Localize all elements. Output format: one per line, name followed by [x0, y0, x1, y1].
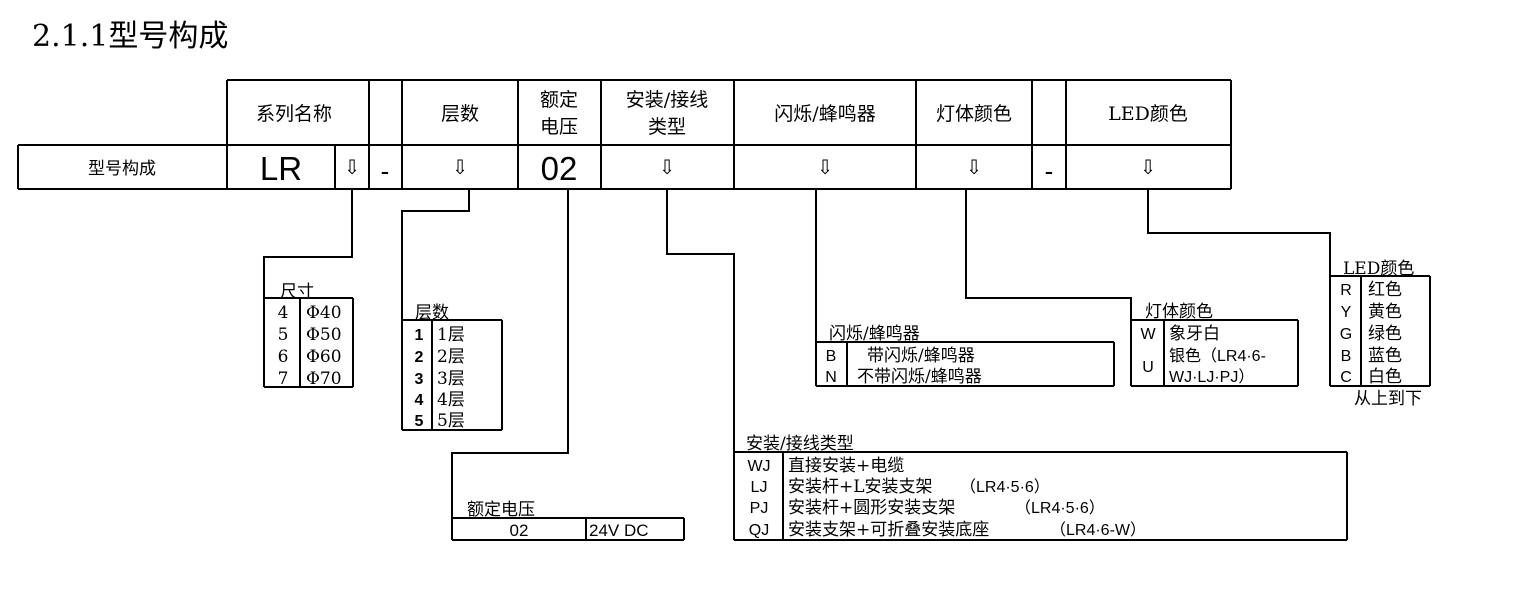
body-color-value-u-line2: WJ·LJ·PJ）	[1169, 368, 1254, 386]
connector-layers	[401, 189, 470, 320]
mount-code-pj: PJ	[750, 500, 769, 517]
size-value-2: Φ50	[306, 325, 342, 345]
connector-lines	[263, 189, 1331, 518]
body-color-value-w: 象牙白	[1169, 324, 1220, 344]
led-color-arrow-icon: ⇩	[1140, 155, 1157, 179]
mount-value-pj: 安装杆+圆形安装支架	[788, 498, 955, 518]
dash-separator-2: -	[1045, 156, 1054, 186]
mount-code-wj: WJ	[747, 458, 770, 475]
mount-value-qj: 安装支架+可折叠安装底座	[788, 520, 989, 540]
led-color-value-r: 红色	[1368, 280, 1402, 300]
mount-code-qj: QJ	[749, 522, 769, 539]
layers-value-3: 3层	[437, 369, 465, 389]
layers-value-1: 1层	[437, 325, 465, 345]
voltage-title: 额定电压	[467, 500, 535, 520]
flash-table: 闪烁/蜂鸣器 B 带闪烁/蜂鸣器 N 不带闪烁/蜂鸣器	[815, 324, 1115, 387]
led-color-value-g: 绿色	[1368, 324, 1402, 344]
mount-note-pj: （LR4·5·6）	[1015, 499, 1105, 517]
connector-led-color	[1147, 189, 1331, 276]
mount-arrow-icon: ⇩	[659, 155, 676, 179]
layers-code-5: 5	[415, 413, 424, 430]
led-color-title: LED颜色	[1343, 259, 1414, 279]
mount-value-lj: 安装杆+L安装支架	[788, 477, 933, 497]
size-code-4: 7	[278, 369, 289, 389]
layers-value-5: 5层	[437, 411, 465, 431]
led-color-value-y: 黄色	[1368, 302, 1402, 322]
size-code-2: 5	[278, 325, 289, 345]
flash-value-b: 带闪烁/蜂鸣器	[867, 346, 975, 366]
size-value-1: Φ40	[306, 303, 342, 323]
flash-arrow-icon: ⇩	[817, 155, 834, 179]
layers-code-1: 1	[415, 327, 424, 344]
page-title: 2.1.1型号构成	[32, 19, 228, 54]
body-color-arrow-icon: ⇩	[966, 155, 983, 179]
connector-mount	[666, 189, 735, 452]
model-header-table	[17, 79, 1232, 190]
mount-table: 安装/接线类型 WJ 直接安装+电缆 LJ 安装杆+L安装支架 （LR4·5·6…	[733, 434, 1348, 541]
led-color-code-g: G	[1340, 326, 1352, 343]
header-led-color: LED颜色	[1108, 103, 1188, 125]
led-color-table: LED颜色 R 红色 Y 黄色 G 绿色 B 蓝色 C 白色 从上到下	[1329, 259, 1431, 409]
mount-title: 安装/接线类型	[746, 434, 854, 454]
series-code: LR	[260, 150, 302, 187]
body-color-table: 灯体颜色 W 象牙白 U 银色（LR4·6- WJ·LJ·PJ）	[1130, 302, 1299, 387]
size-value-4: Φ70	[306, 369, 342, 389]
dash-separator-1: -	[381, 156, 390, 186]
header-mount-type-line1: 安装/接线	[626, 89, 708, 111]
body-color-code-u: U	[1142, 359, 1154, 376]
flash-value-n: 不带闪烁/蜂鸣器	[857, 367, 982, 387]
led-color-code-c: C	[1340, 369, 1352, 386]
layers-value-2: 2层	[437, 347, 465, 367]
code-row-label: 型号构成	[88, 159, 156, 179]
layers-table: 层数 1 1层 2 2层 3 3层 4 4层 5 5层	[401, 303, 503, 431]
layers-code-2: 2	[415, 349, 424, 366]
voltage-code-1: 02	[510, 521, 529, 540]
size-value-3: Φ60	[306, 347, 342, 367]
led-color-code-r: R	[1340, 282, 1352, 299]
header-rated-voltage-line2: 电压	[540, 116, 578, 138]
voltage-value-1: 24V DC	[589, 521, 649, 540]
mount-note-qj: （LR4·6-W）	[1050, 521, 1146, 539]
layers-value-4: 4层	[437, 390, 465, 410]
layers-title: 层数	[415, 303, 449, 323]
mount-code-lj: LJ	[751, 479, 768, 496]
mount-note-lj: （LR4·5·6）	[960, 478, 1050, 496]
led-color-value-c: 白色	[1368, 367, 1402, 387]
size-code-3: 6	[278, 347, 289, 367]
layers-code-4: 4	[415, 392, 424, 409]
connector-voltage	[451, 189, 569, 518]
header-mount-type-line2: 类型	[648, 116, 686, 138]
size-table: 尺寸 4 Φ40 5 Φ50 6 Φ60 7 Φ70	[263, 282, 354, 389]
voltage-code: 02	[541, 150, 578, 187]
voltage-table: 额定电压 02 24V DC	[451, 500, 685, 541]
led-color-value-b: 蓝色	[1368, 346, 1402, 366]
size-code-1: 4	[278, 303, 289, 323]
header-layers: 层数	[441, 103, 479, 125]
header-body-color: 灯体颜色	[936, 103, 1012, 125]
mount-value-wj: 直接安装+电缆	[788, 456, 904, 476]
flash-code-b: B	[826, 348, 837, 365]
body-color-title: 灯体颜色	[1145, 302, 1213, 322]
led-color-footnote: 从上到下	[1354, 389, 1422, 409]
connector-size	[263, 189, 353, 298]
flash-title: 闪烁/蜂鸣器	[829, 324, 920, 344]
connector-body-color	[965, 189, 1132, 320]
layers-arrow-icon: ⇩	[452, 155, 469, 179]
layers-code-3: 3	[415, 371, 424, 388]
led-color-code-b: B	[1341, 348, 1352, 365]
led-color-code-y: Y	[1341, 304, 1352, 321]
header-flash-buzzer: 闪烁/蜂鸣器	[774, 103, 875, 125]
header-series-name: 系列名称	[256, 103, 332, 125]
series-arrow-icon: ⇩	[344, 155, 361, 179]
header-rated-voltage-line1: 额定	[540, 89, 578, 111]
body-color-code-w: W	[1140, 326, 1156, 343]
flash-code-n: N	[825, 369, 837, 386]
body-color-value-u: 银色（LR4·6-	[1169, 347, 1266, 365]
